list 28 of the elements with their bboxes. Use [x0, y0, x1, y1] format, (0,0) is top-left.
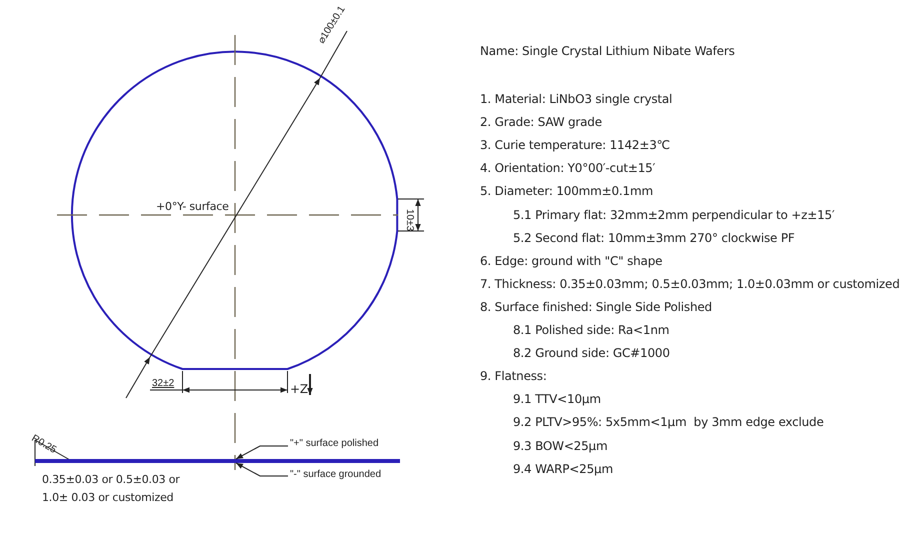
- axis-label: +Z: [290, 382, 308, 397]
- spec-item: 9. Flatness:: [480, 369, 547, 384]
- spec-item: 3. Curie temperature: 1142±3℃: [480, 138, 670, 154]
- title: Name: Single Crystal Lithium Nibate Wafers: [480, 44, 735, 59]
- wafer-cross-section: [35, 459, 400, 463]
- leader-line: [236, 446, 288, 460]
- axis-label: +0°Y- surface: [156, 199, 229, 214]
- spec-item: 9.4 WARP<25μm: [513, 462, 613, 477]
- spec-item: 9.3 BOW<25μm: [513, 438, 608, 454]
- callout-text: "-" surface grounded: [290, 469, 382, 481]
- spec-item: 5.1 Primary flat: 32mm±2mm perpendicular to +z±15′: [513, 208, 834, 222]
- spec-item: 8. Surface finished: Single Side Polished: [480, 300, 712, 315]
- leader-line: [236, 462, 288, 476]
- spec-item: 9.2 PLTV>95%: 5x5mm<1μm by 3mm edge exclude: [513, 415, 824, 430]
- spec-item: 7. Thickness: 0.35±0.03mm; 0.5±0.03mm; 1.0±0.03mm or customized: [480, 276, 900, 292]
- spec-item: 8.1 Polished side: Ra<1nm: [513, 323, 670, 338]
- spec-item: 1. Material: LiNbO3 single crystal: [480, 92, 672, 107]
- dimension-text: 10±3: [403, 209, 415, 232]
- dimension-text: 32±2: [152, 378, 174, 390]
- spec-item: 5.2 Second flat: 10mm±3mm 270° clockwise PF: [513, 230, 795, 246]
- spec-item: 6. Edge: ground with "C" shape: [480, 254, 662, 269]
- spec-item: 9.1 TTV<10μm: [513, 392, 601, 408]
- spec-item: 5. Diameter: 100mm±0.1mm: [480, 184, 653, 200]
- spec-item: 8.2 Ground side: GC#1000: [513, 346, 670, 362]
- thickness-note: 0.35±0.03 or 0.5±0.03 or 1.0± 0.03 or customized: [42, 472, 181, 506]
- spec-item: 4. Orientation: Y0°00′-cut±15′: [480, 161, 656, 176]
- spec-item: 2. Grade: SAW grade: [480, 115, 602, 130]
- callout-text: "+" surface polished: [290, 438, 379, 450]
